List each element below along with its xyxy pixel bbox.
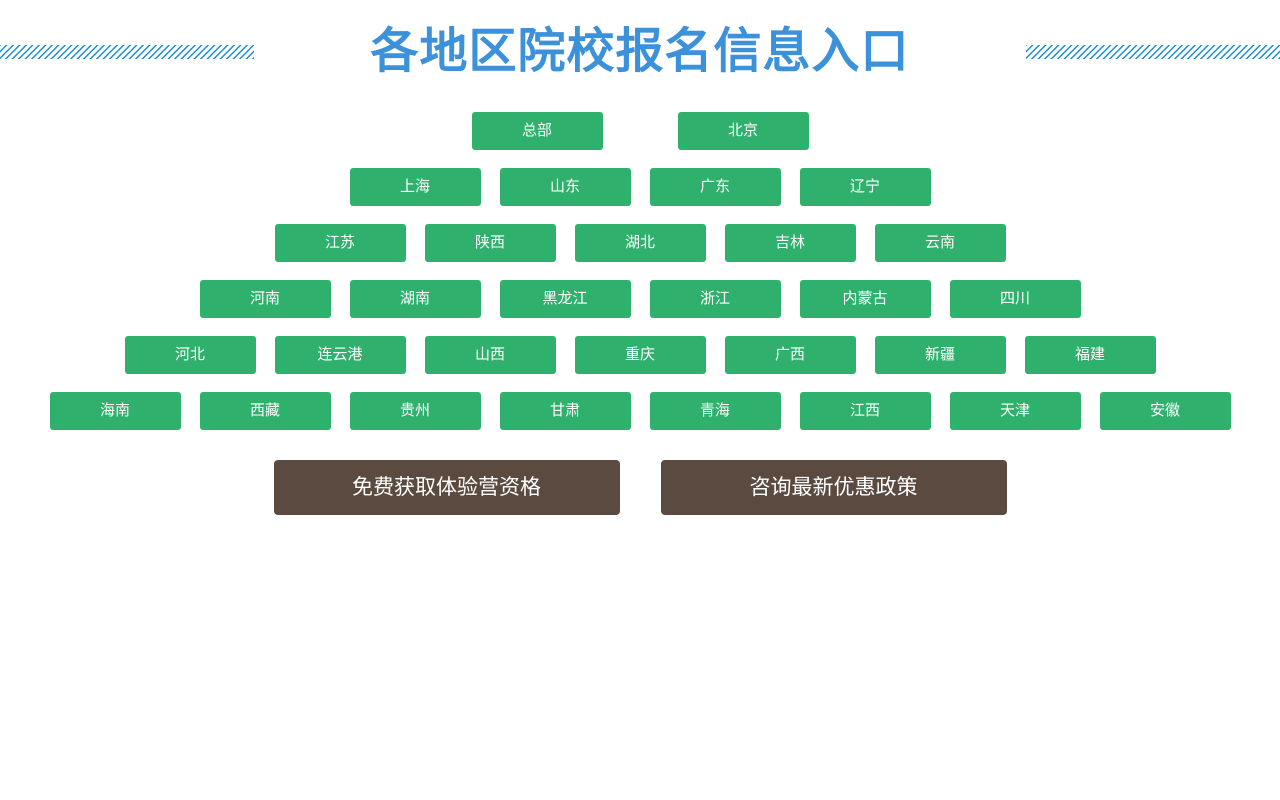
cta-button-row: 免费获取体验营资格咨询最新优惠政策 xyxy=(0,460,1280,515)
region-row: 江苏陕西湖北吉林云南 xyxy=(0,224,1280,262)
region-button[interactable]: 辽宁 xyxy=(799,168,931,206)
region-button[interactable]: 重庆 xyxy=(574,336,706,374)
region-button[interactable]: 安徽 xyxy=(1099,392,1231,430)
region-button[interactable]: 湖南 xyxy=(349,280,481,318)
region-button[interactable]: 吉林 xyxy=(724,224,856,262)
decorative-stripe-right xyxy=(1026,45,1280,59)
region-button[interactable]: 内蒙古 xyxy=(799,280,931,318)
region-button[interactable]: 江苏 xyxy=(274,224,406,262)
region-button[interactable]: 西藏 xyxy=(199,392,331,430)
region-button[interactable]: 青海 xyxy=(649,392,781,430)
region-button-grid: 总部北京上海山东广东辽宁江苏陕西湖北吉林云南河南湖南黑龙江浙江内蒙古四川河北连云… xyxy=(0,112,1280,448)
region-button[interactable]: 天津 xyxy=(949,392,1081,430)
region-button[interactable]: 甘肃 xyxy=(499,392,631,430)
region-button[interactable]: 河北 xyxy=(124,336,256,374)
region-button[interactable]: 广西 xyxy=(724,336,856,374)
region-button[interactable]: 黑龙江 xyxy=(499,280,631,318)
region-button[interactable]: 连云港 xyxy=(274,336,406,374)
region-button[interactable]: 江西 xyxy=(799,392,931,430)
region-row: 总部 北京 xyxy=(0,112,1280,150)
region-button[interactable]: 广东 xyxy=(649,168,781,206)
free-trial-camp-button[interactable]: 免费获取体验营资格 xyxy=(273,460,620,515)
region-button[interactable]: 福建 xyxy=(1024,336,1156,374)
region-button[interactable]: 海南 xyxy=(49,392,181,430)
page-header: 各地区院校报名信息入口 xyxy=(0,0,1280,100)
region-row: 海南西藏贵州甘肃青海江西天津安徽 xyxy=(0,392,1280,430)
region-row: 上海山东广东辽宁 xyxy=(0,168,1280,206)
region-button[interactable]: 浙江 xyxy=(649,280,781,318)
region-button[interactable]: 云南 xyxy=(874,224,1006,262)
region-button[interactable]: 山西 xyxy=(424,336,556,374)
region-button[interactable]: 新疆 xyxy=(874,336,1006,374)
region-button[interactable]: 北京 xyxy=(677,112,809,150)
decorative-stripe-left xyxy=(0,45,254,59)
region-button[interactable]: 贵州 xyxy=(349,392,481,430)
region-button[interactable]: 河南 xyxy=(199,280,331,318)
region-button[interactable]: 总部 xyxy=(471,112,603,150)
region-button[interactable]: 上海 xyxy=(349,168,481,206)
page-title: 各地区院校报名信息入口 xyxy=(370,25,910,78)
region-button[interactable]: 陕西 xyxy=(424,224,556,262)
region-row: 河北连云港山西重庆广西新疆福建 xyxy=(0,336,1280,374)
region-row: 河南湖南黑龙江浙江内蒙古四川 xyxy=(0,280,1280,318)
region-button[interactable]: 山东 xyxy=(499,168,631,206)
consult-promotions-button[interactable]: 咨询最新优惠政策 xyxy=(660,460,1007,515)
region-button[interactable]: 湖北 xyxy=(574,224,706,262)
region-button[interactable]: 四川 xyxy=(949,280,1081,318)
